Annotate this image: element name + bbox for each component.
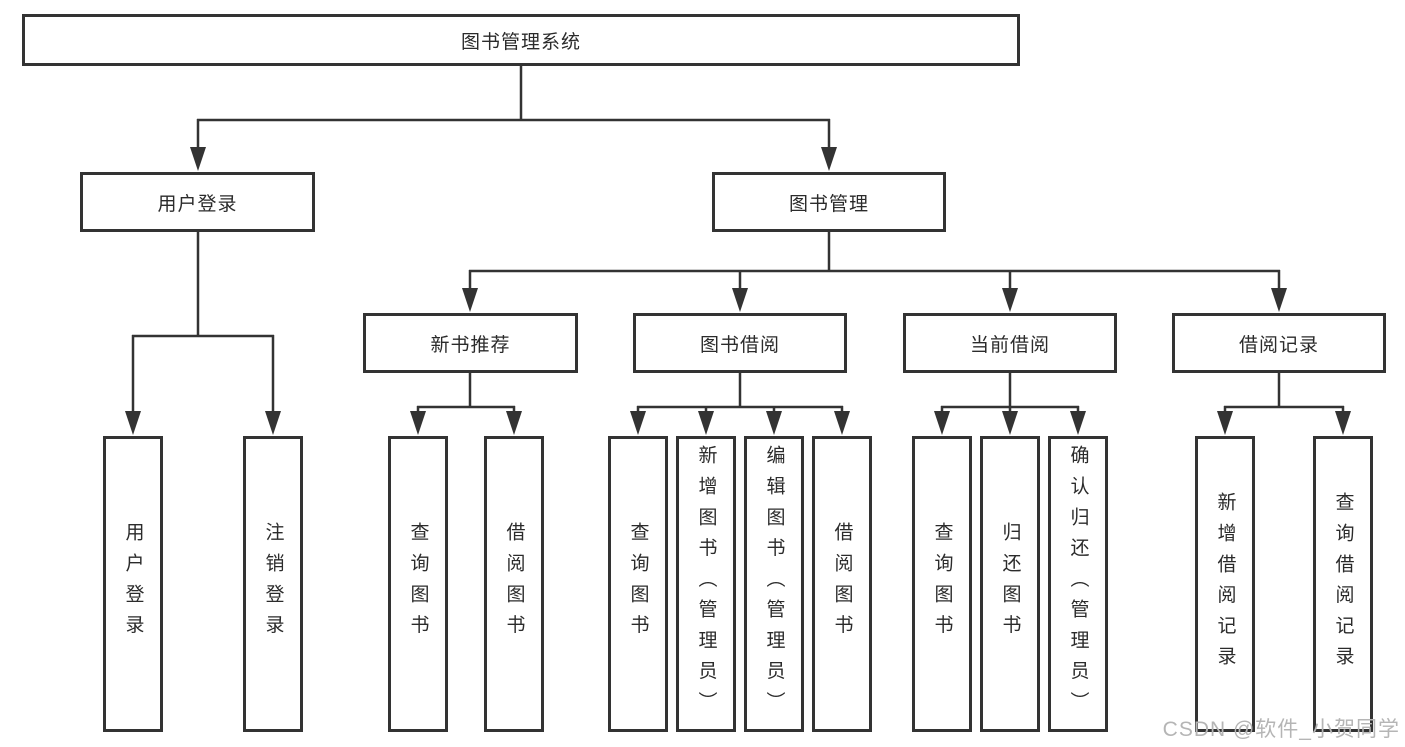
leaf-query-books-rec-label: 查询图书 <box>407 522 429 646</box>
leaf-query-books-rec: 查询图书 <box>388 436 448 732</box>
leaf-confirm-return-admin: 确认归还（管理员） <box>1048 436 1108 732</box>
leaf-borrow-books-rec: 借阅图书 <box>484 436 544 732</box>
node-current-borrowing: 当前借阅 <box>903 313 1117 373</box>
node-borrowing-records: 借阅记录 <box>1172 313 1386 373</box>
node-root-label: 图书管理系统 <box>460 31 581 53</box>
leaf-edit-books-admin-label: 编辑图书（管理员） <box>763 445 785 723</box>
leaf-return-books: 归还图书 <box>980 436 1040 732</box>
leaf-user-login: 用户登录 <box>103 436 163 732</box>
connector-root-to-level2 <box>190 66 837 171</box>
leaf-query-borrow-record-label: 查询借阅记录 <box>1332 491 1354 677</box>
node-book-management: 图书管理 <box>712 172 946 232</box>
leaf-query-borrow-record: 查询借阅记录 <box>1313 436 1373 732</box>
connector-book-borrow-children <box>630 373 850 435</box>
connector-new-book-rec-children <box>410 373 522 435</box>
node-book-management-label: 图书管理 <box>788 193 869 215</box>
leaf-add-books-admin: 新增图书（管理员） <box>676 436 736 732</box>
leaf-user-login-label: 用户登录 <box>122 522 144 646</box>
node-current-borrowing-label: 当前借阅 <box>969 334 1050 356</box>
leaf-add-borrow-record-label: 新增借阅记录 <box>1214 491 1236 677</box>
node-user-login-label: 用户登录 <box>157 193 238 215</box>
leaf-return-books-label: 归还图书 <box>999 522 1021 646</box>
node-user-login: 用户登录 <box>80 172 315 232</box>
connector-current-borrow-children <box>934 373 1086 435</box>
leaf-borrow-books-borrow-label: 借阅图书 <box>831 522 853 646</box>
leaf-query-books-current: 查询图书 <box>912 436 972 732</box>
leaf-borrow-books-borrow: 借阅图书 <box>812 436 872 732</box>
leaf-query-books-borrow: 查询图书 <box>608 436 668 732</box>
node-root-system: 图书管理系统 <box>22 14 1020 66</box>
node-new-book-recommend-label: 新书推荐 <box>430 334 511 356</box>
leaf-logout: 注销登录 <box>243 436 303 732</box>
leaf-add-borrow-record: 新增借阅记录 <box>1195 436 1255 732</box>
node-borrowing-records-label: 借阅记录 <box>1238 334 1319 356</box>
node-book-borrowing: 图书借阅 <box>633 313 847 373</box>
leaf-edit-books-admin: 编辑图书（管理员） <box>744 436 804 732</box>
leaf-logout-label: 注销登录 <box>262 522 284 646</box>
connector-user-login-children <box>125 232 281 435</box>
leaf-query-books-current-label: 查询图书 <box>931 522 953 646</box>
leaf-query-books-borrow-label: 查询图书 <box>627 522 649 646</box>
connector-book-mgmt-to-level3 <box>462 232 1287 312</box>
node-new-book-recommend: 新书推荐 <box>363 313 578 373</box>
connector-borrow-record-children <box>1217 373 1351 435</box>
csdn-watermark: CSDN @软件_小贺同学 <box>1162 718 1400 741</box>
node-book-borrowing-label: 图书借阅 <box>699 334 780 356</box>
leaf-add-books-admin-label: 新增图书（管理员） <box>695 445 717 723</box>
leaf-confirm-return-admin-label: 确认归还（管理员） <box>1067 445 1089 723</box>
leaf-borrow-books-rec-label: 借阅图书 <box>503 522 525 646</box>
